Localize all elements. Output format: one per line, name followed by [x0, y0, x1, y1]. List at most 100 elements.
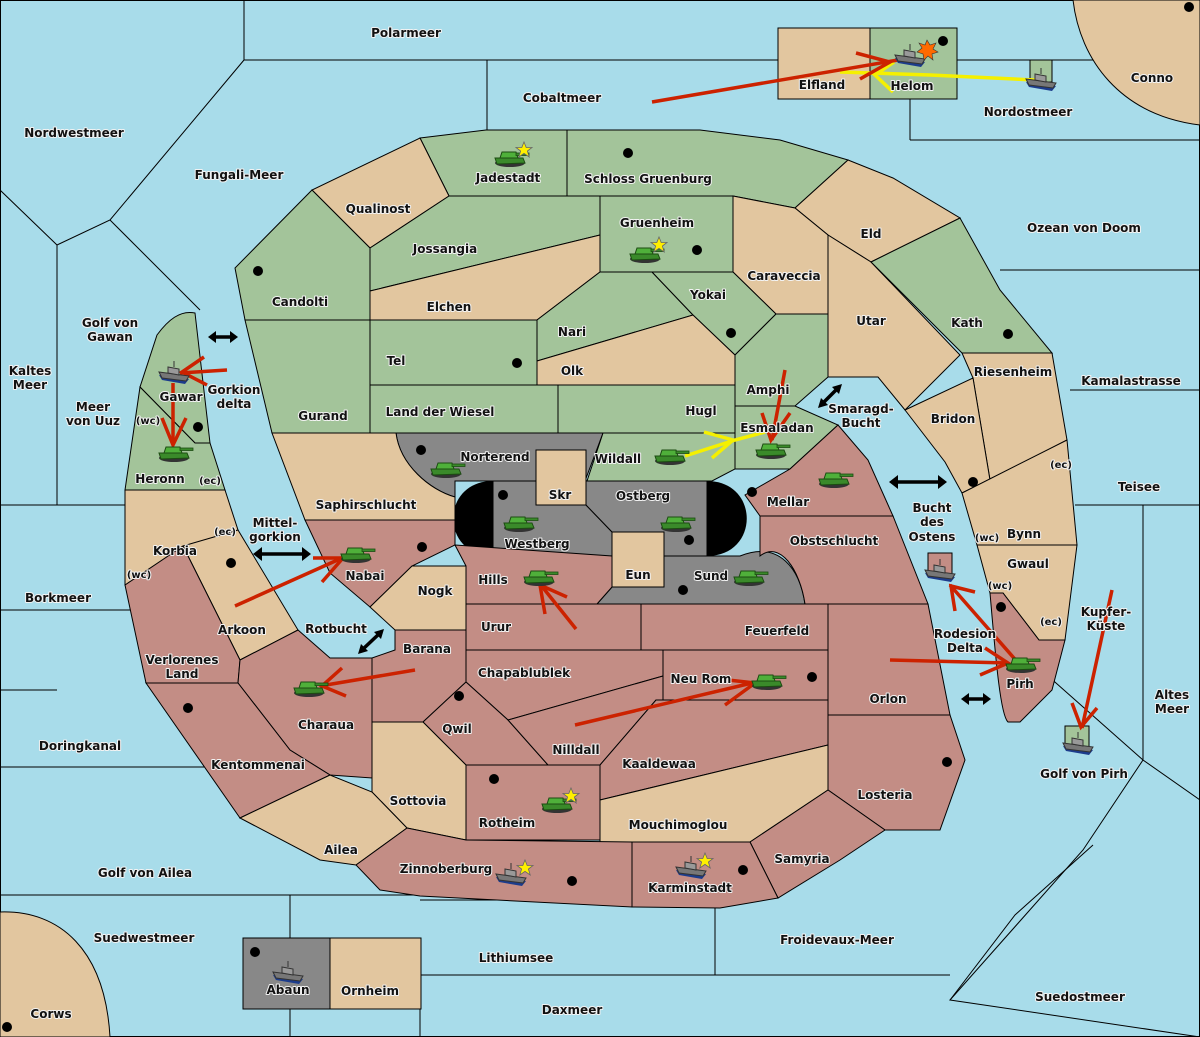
- order-move-pirh-bucht: [948, 583, 1022, 667]
- order-move-cobaltmeer-helom: [651, 51, 899, 104]
- label-nordwestmeer: Nordwestmeer: [24, 126, 124, 140]
- supply-center-icon: [226, 558, 236, 568]
- territory-skr[interactable]: [535, 449, 587, 506]
- label-coast-wc: (wc): [127, 570, 151, 581]
- territory-kath[interactable]: [870, 217, 1054, 354]
- label-rotbucht: Rotbucht: [305, 622, 367, 636]
- label-ornheim: Ornheim: [341, 984, 399, 998]
- label-suedwestmeer: Suedwestmeer: [94, 931, 195, 945]
- order-move-amphi-esmaladan: [760, 369, 792, 444]
- label-esmaladan: Esmaladan: [740, 421, 813, 435]
- label-land-der-wiesel: Land der Wiesel: [386, 405, 495, 419]
- label-mouchimoglou: Mouchimoglou: [629, 818, 728, 832]
- supply-center-icon: [942, 757, 952, 767]
- territory-conno[interactable]: [1072, 0, 1200, 126]
- label-golf-von-pirh: Golf von Pirh: [1040, 767, 1128, 781]
- label-barana: Barana: [403, 642, 451, 656]
- label-skr: Skr: [549, 488, 572, 502]
- label-froidevaux-meer: Froidevaux-Meer: [780, 933, 894, 947]
- label-kaltes-meer: Meer: [13, 378, 47, 392]
- double-arrow-icon: [818, 384, 842, 408]
- supply-center-icon: [183, 703, 193, 713]
- label-conno: Conno: [1131, 71, 1173, 85]
- territory-corws[interactable]: [0, 911, 111, 1037]
- land-labels: Elfland Helom Conno Jadestadt Schloss Gr…: [29, 70, 1174, 1022]
- label-norterend: Norterend: [460, 450, 529, 464]
- territory-gruenheim[interactable]: [599, 195, 734, 273]
- territory-eun[interactable]: [611, 531, 665, 588]
- territory-tel[interactable]: [369, 319, 538, 386]
- label-kamalastrasse: Kamalastrasse: [1081, 374, 1181, 388]
- label-rotheim: Rotheim: [479, 816, 536, 830]
- territory-skr-west-cap: [453, 481, 493, 556]
- territory-saphirschlucht[interactable]: [271, 432, 456, 521]
- label-feuerfeld: Feuerfeld: [745, 624, 810, 638]
- territory-ostberg-east-cap: [707, 481, 747, 556]
- double-arrow-icon: [961, 693, 991, 705]
- order-move-orlon-pirh: [889, 646, 1012, 677]
- label-abaun: Abaun: [266, 983, 309, 997]
- label-mellar: Mellar: [767, 495, 809, 509]
- territory-pirh[interactable]: [989, 592, 1066, 723]
- label-karminstadt: Karminstadt: [648, 881, 732, 895]
- label-bynn: Bynn: [1007, 527, 1041, 541]
- label-polarmeer: Polarmeer: [371, 26, 441, 40]
- label-lithiumsee: Lithiumsee: [479, 951, 554, 965]
- label-zinnoberburg: Zinnoberburg: [400, 862, 492, 876]
- label-obstschlucht: Obstschlucht: [790, 534, 879, 548]
- label-ostberg: Ostberg: [616, 489, 670, 503]
- label-suedostmeer: Suedostmeer: [1035, 990, 1125, 1004]
- units: [158, 39, 1094, 985]
- supply-center-icon: [968, 477, 978, 487]
- label-bridon: Bridon: [931, 412, 976, 426]
- territory-kentommenai[interactable]: [145, 682, 332, 819]
- label-caraveccia: Caraveccia: [747, 269, 820, 283]
- supply-center-icon: [454, 691, 464, 701]
- label-korbia: Korbia: [153, 544, 197, 558]
- label-riesenheim: Riesenheim: [974, 365, 1053, 379]
- label-olk: Olk: [561, 364, 584, 378]
- supply-center-icon: [738, 865, 748, 875]
- label-altes-meer: Altes: [1155, 688, 1189, 702]
- label-neu-rom: Neu Rom: [671, 672, 732, 686]
- label-yokai: Yokai: [689, 288, 726, 302]
- label-ailea: Ailea: [324, 843, 358, 857]
- supply-center-icon: [1003, 329, 1013, 339]
- label-altes-meer: Meer: [1155, 702, 1189, 716]
- supply-center-icon: [250, 947, 260, 957]
- label-coast-ec: (ec): [214, 527, 236, 538]
- supply-center-icon: [684, 535, 694, 545]
- double-arrow-icon: [253, 547, 311, 561]
- sea-labels: Polarmeer Cobaltmeer Nordwestmeer Fungal…: [8, 25, 1190, 1018]
- label-chapablublek: Chapablublek: [478, 666, 571, 680]
- label-qwil: Qwil: [442, 722, 472, 736]
- label-tel: Tel: [387, 354, 406, 368]
- label-kaltes-meer: Kaltes: [9, 364, 52, 378]
- label-teisee: Teisee: [1118, 480, 1160, 494]
- explosion-icon: [916, 39, 939, 61]
- label-gurand: Gurand: [298, 409, 348, 423]
- label-gorkion-delta: Gorkion: [208, 383, 261, 397]
- supply-center-icon: [747, 487, 757, 497]
- label-doringkanal: Doringkanal: [39, 739, 121, 753]
- supply-center-icon: [2, 1022, 12, 1032]
- label-amphi: Amphi: [746, 383, 789, 397]
- orders: [160, 51, 1114, 731]
- label-coast-ec: (ec): [1040, 617, 1062, 628]
- label-gorkion-delta: delta: [217, 397, 252, 411]
- territory-ornheim[interactable]: [329, 937, 422, 1010]
- label-rodesion-delta: Delta: [947, 641, 983, 655]
- label-bucht-des-ostens: Bucht: [912, 501, 951, 515]
- label-eld: Eld: [861, 227, 882, 241]
- label-coast-wc: (wc): [136, 416, 160, 427]
- territory-nogk[interactable]: [369, 565, 467, 631]
- label-mittelgorkion: Mittel-: [253, 516, 298, 530]
- label-orlon: Orlon: [869, 692, 906, 706]
- supply-center-icon: [498, 490, 508, 500]
- label-fungali-meer: Fungali-Meer: [195, 168, 284, 182]
- double-arrow-icon: [889, 475, 947, 489]
- order-move-gorkion-gawar: [178, 355, 228, 387]
- label-golf-von-ailea: Golf von Ailea: [98, 866, 192, 880]
- label-sottovia: Sottovia: [390, 794, 447, 808]
